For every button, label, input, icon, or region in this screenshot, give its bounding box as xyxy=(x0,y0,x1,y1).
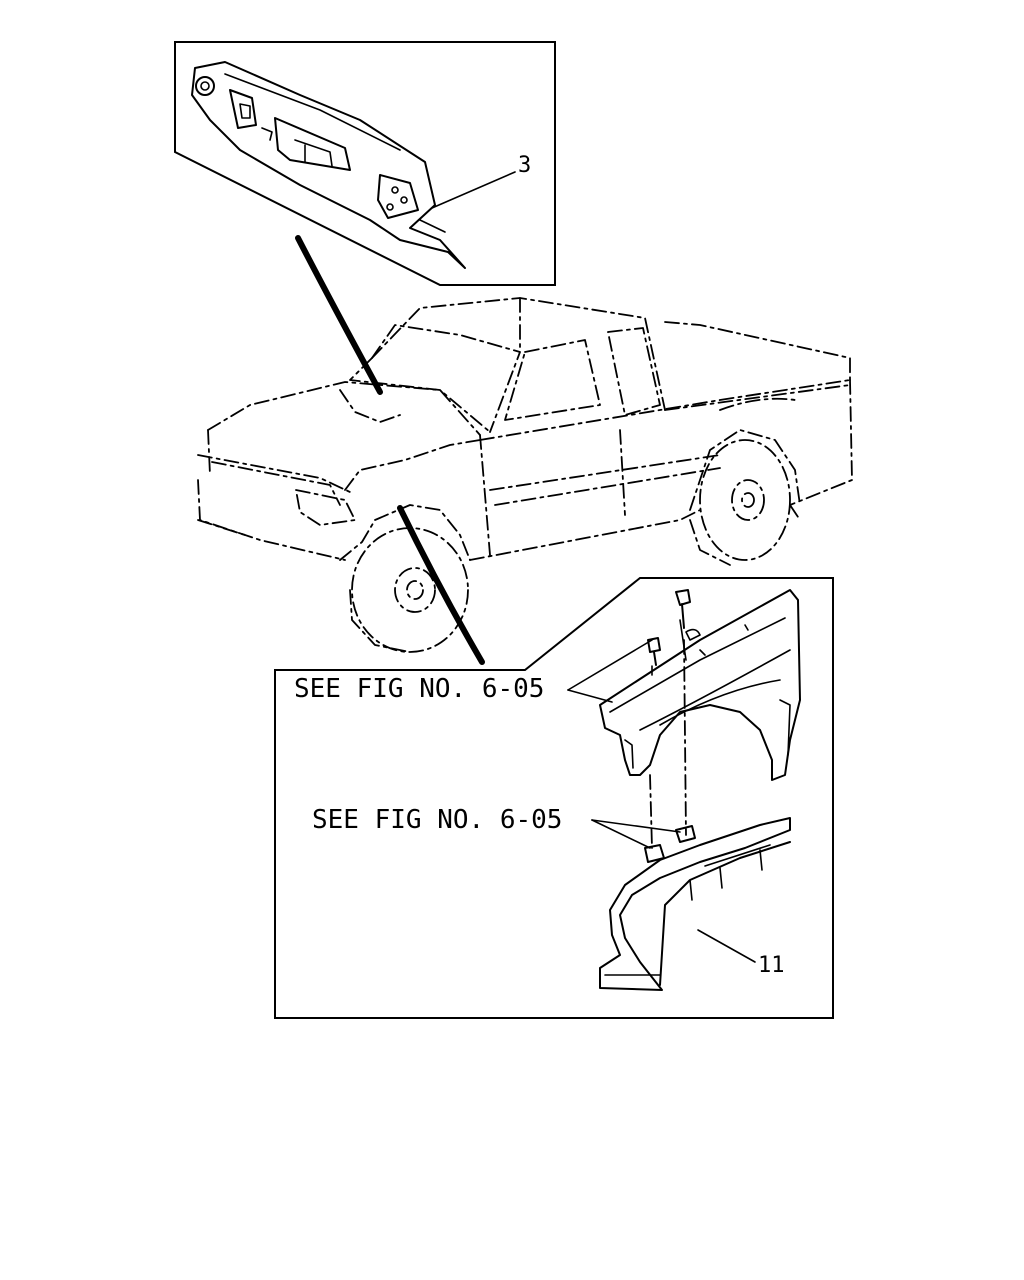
fender-inset: SEE FIG NO. 6-05 SEE FIG NO. 6-05 11 xyxy=(274,577,834,1019)
callout-label-3: 3 xyxy=(518,153,531,178)
clip-2 xyxy=(675,825,696,843)
dash-panel-part xyxy=(191,61,466,269)
callout-label-11: 11 xyxy=(758,953,785,978)
fender-liner-part xyxy=(599,817,791,991)
rear-wheel xyxy=(699,439,791,561)
pointer-arrow-upper xyxy=(295,235,383,395)
callout-leader-3 xyxy=(431,171,516,209)
callout-leader-11 xyxy=(697,929,756,963)
see-fig-leader-upper-b xyxy=(567,689,613,703)
see-fig-label-lower: SEE FIG NO. 6-05 xyxy=(312,805,562,835)
inset-frame-lower xyxy=(274,577,834,1019)
bolt-lower xyxy=(647,637,661,666)
see-fig-leader-upper-a xyxy=(567,639,653,691)
dash-panel-inset: 3 xyxy=(174,41,556,286)
clip-1 xyxy=(644,844,665,863)
see-fig-label-upper: SEE FIG NO. 6-05 xyxy=(294,674,544,704)
inset-frame-upper xyxy=(174,41,556,286)
bolt-upper xyxy=(675,589,691,629)
pointer-arrow-lower xyxy=(397,505,485,665)
see-fig-leader-lower-a xyxy=(591,819,651,849)
front-wheel xyxy=(351,527,469,653)
front-fender-part xyxy=(599,589,801,781)
truck-outline xyxy=(197,297,853,653)
see-fig-leader-lower-b xyxy=(591,819,681,833)
